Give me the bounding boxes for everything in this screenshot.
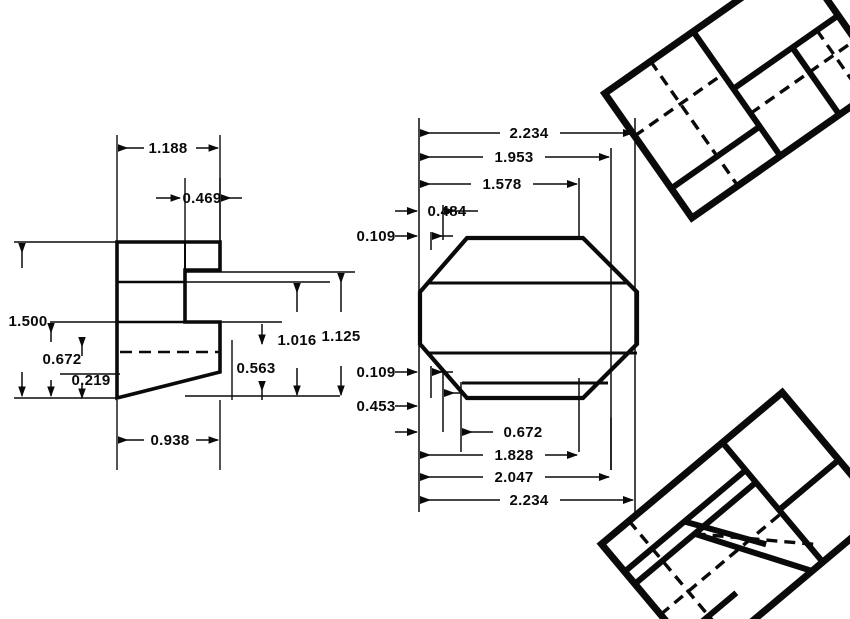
- dim-label-1828: 1.828: [494, 447, 533, 464]
- dim-label-0484: 0.484: [427, 203, 466, 220]
- dim-label-0453: 0.453: [356, 398, 395, 415]
- dim-label-1188: 1.188: [148, 140, 187, 157]
- front-view-dimension-lines: [395, 128, 635, 505]
- dim-label-0938: 0.938: [150, 432, 189, 449]
- iso-top-solid-partitions: [669, 12, 842, 191]
- dim-label-0563: 0.563: [236, 360, 275, 377]
- dim-label-0672-mid: 0.672: [503, 424, 542, 441]
- isometric-view-top: [599, 0, 850, 223]
- dim-label-2234-bottom: 2.234: [509, 492, 548, 509]
- dim-label-1125: 1.125: [321, 328, 360, 345]
- front-octagon-feature-lines: [429, 281, 637, 385]
- side-view-dimension-lines: [18, 144, 345, 444]
- dim-label-2234-top: 2.234: [509, 125, 548, 142]
- side-profile-feature-lines: [117, 270, 187, 324]
- dim-label-1953: 1.953: [494, 149, 533, 166]
- dim-label-0672: 0.672: [42, 351, 81, 368]
- iso-top-outer-body: [599, 0, 850, 223]
- dim-label-0109-top: 0.109: [356, 228, 395, 245]
- dim-label-0469: 0.469: [182, 190, 221, 207]
- dim-label-0219: 0.219: [71, 372, 110, 389]
- dim-label-2047: 2.047: [494, 469, 533, 486]
- dim-label-1500: 1.500: [8, 313, 47, 330]
- side-profile-view: 1.188 0.469 1.500 0.672 0.219 0.563 1.01…: [8, 135, 360, 470]
- front-octagon-view: 2.234 1.953 1.578 0.484 0.109 0.109 0.45…: [356, 118, 640, 512]
- front-octagon-outline: [417, 235, 640, 401]
- iso-bottom-outer-body: [596, 387, 850, 619]
- isometric-view-bottom: [596, 387, 850, 619]
- dim-label-1578: 1.578: [482, 176, 521, 193]
- dim-label-0109-bottom: 0.109: [356, 364, 395, 381]
- dim-label-1016: 1.016: [277, 332, 316, 349]
- iso-bottom-hidden-lines: [627, 511, 816, 619]
